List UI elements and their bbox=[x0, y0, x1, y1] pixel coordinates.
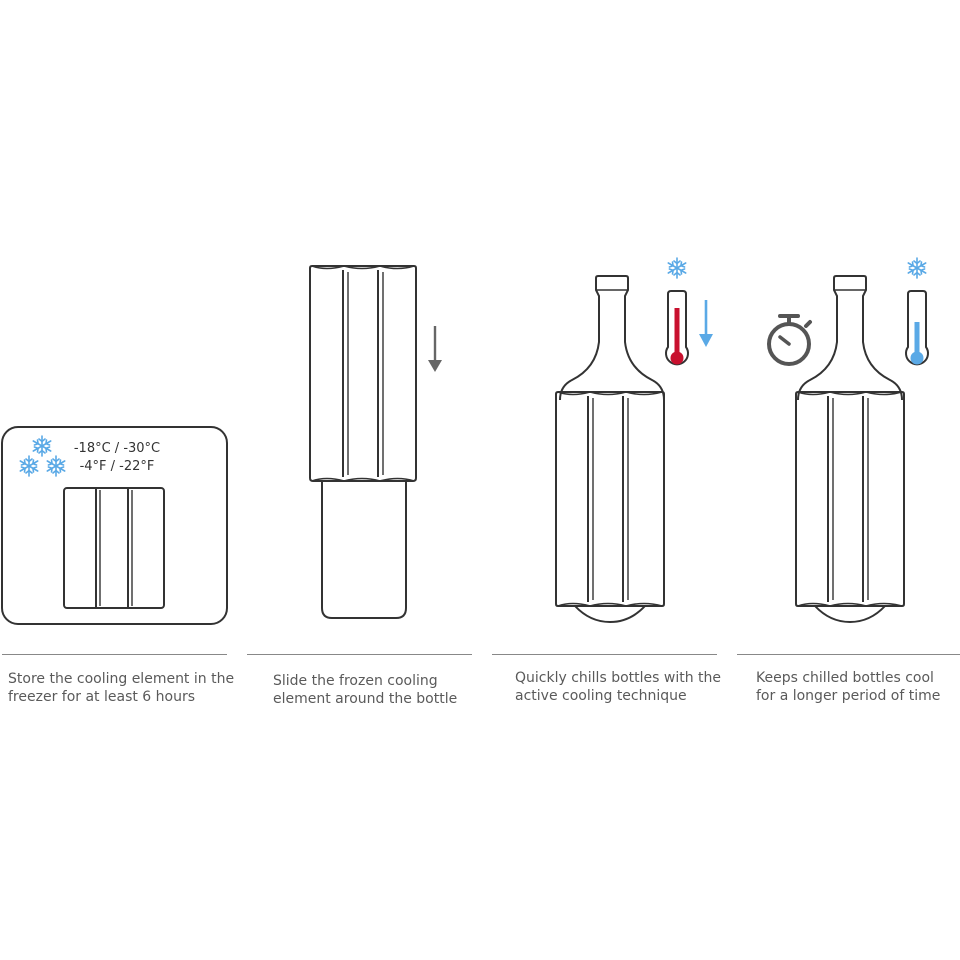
arrow-down-icon bbox=[428, 326, 442, 372]
snowflake-icon bbox=[46, 455, 66, 477]
bottle bbox=[797, 275, 903, 401]
step-2-caption: Slide the frozen cooling element around … bbox=[273, 672, 457, 708]
step-1-illustration: -18°C / -30°C -4°F / -22°F bbox=[1, 426, 228, 625]
thermometer-hot-icon bbox=[665, 290, 689, 366]
caption-line: active cooling technique bbox=[515, 688, 687, 704]
step-4-caption: Keeps chilled bottles cool for a longer … bbox=[756, 669, 940, 705]
snowflake-icon bbox=[19, 455, 39, 477]
freezer-box bbox=[1, 426, 228, 625]
temp-fahrenheit: -4°F / -22°F bbox=[80, 459, 155, 474]
temp-celsius: -18°C / -30°C bbox=[74, 441, 160, 456]
snowflake-icon bbox=[907, 257, 927, 279]
caption-line: Keeps chilled bottles cool bbox=[756, 670, 934, 686]
thermometer-cold-icon bbox=[905, 290, 929, 366]
step-3-illustration bbox=[555, 257, 713, 624]
step-3-caption: Quickly chills bottles with the active c… bbox=[515, 669, 721, 705]
caption-line: Slide the frozen cooling bbox=[273, 673, 438, 689]
bottle-body bbox=[321, 480, 407, 619]
snowflake-icon bbox=[32, 435, 52, 457]
arrow-down-icon bbox=[699, 300, 713, 347]
bottle bbox=[559, 275, 665, 401]
step-4-illustration bbox=[767, 257, 929, 624]
step-2-illustration bbox=[309, 265, 442, 619]
caption-line: element around the bottle bbox=[273, 691, 458, 707]
step-1-caption: Store the cooling element in the freezer… bbox=[8, 670, 234, 706]
caption-line: Quickly chills bottles with the bbox=[515, 670, 722, 686]
stopwatch-icon bbox=[767, 314, 812, 366]
cooling-sleeve bbox=[555, 391, 665, 624]
cooling-element bbox=[63, 487, 165, 609]
caption-line: Store the cooling element in the bbox=[8, 671, 235, 687]
caption-line: for a longer period of time bbox=[756, 688, 941, 704]
caption-line: freezer for at least 6 hours bbox=[8, 689, 196, 705]
cooling-sleeve bbox=[795, 391, 905, 624]
snowflake-icon bbox=[667, 257, 687, 279]
cooling-sleeve bbox=[309, 265, 417, 482]
